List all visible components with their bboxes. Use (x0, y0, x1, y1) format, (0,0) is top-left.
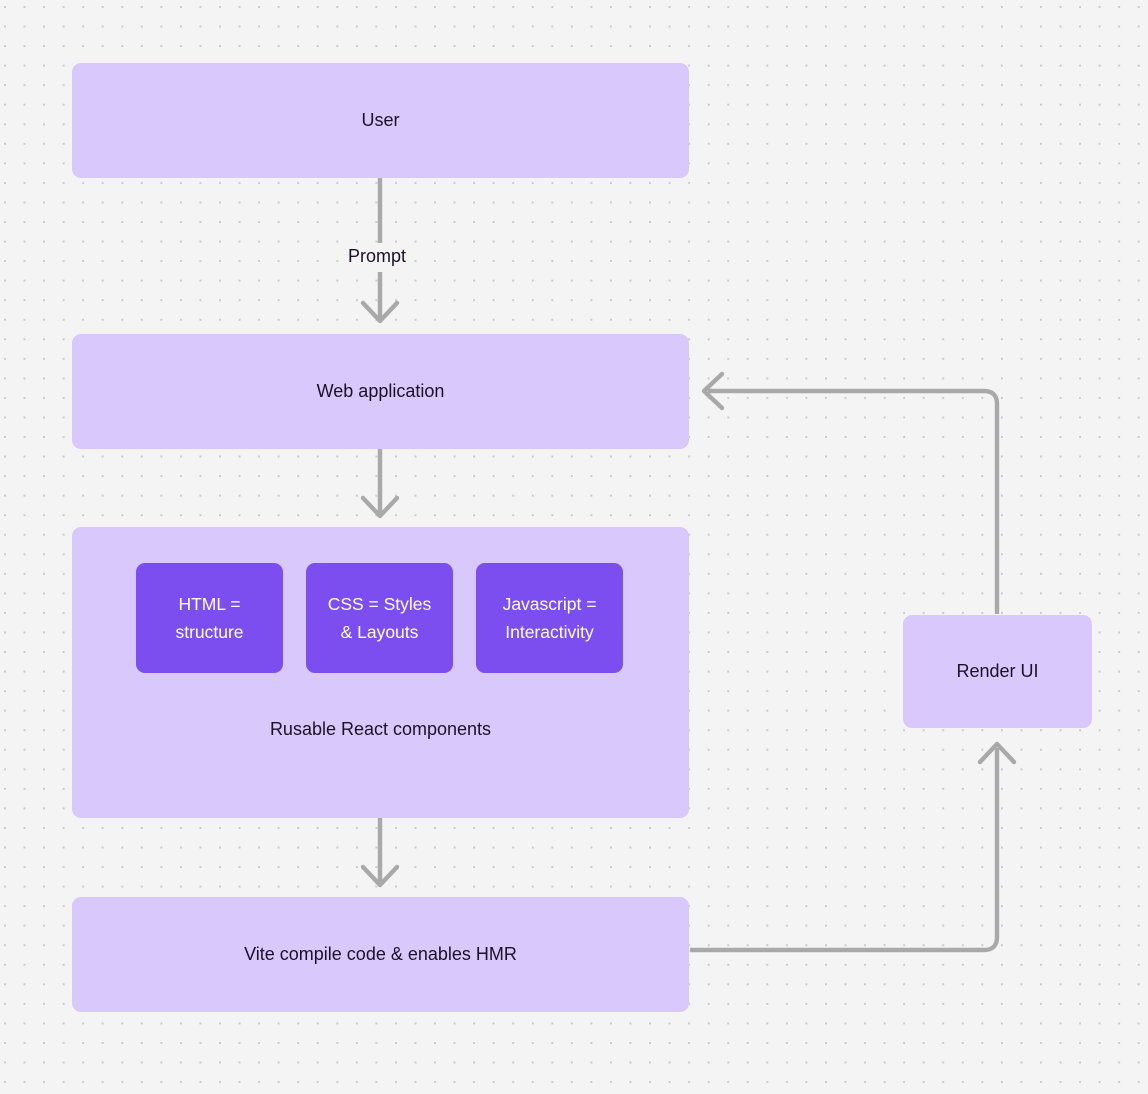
chip-html[interactable]: HTML = structure (136, 563, 283, 673)
edge-components-to-vite (360, 818, 400, 888)
node-react-components-caption: Rusable React components (269, 719, 492, 739)
chip-css-label: CSS = Styles & Layouts (327, 593, 432, 642)
node-web-application-label: Web application (316, 381, 445, 402)
node-web-application[interactable]: Web application (72, 334, 689, 449)
edge-render-to-web (701, 371, 1000, 614)
node-user[interactable]: User (72, 63, 689, 178)
edge-vite-to-render (690, 741, 1017, 953)
node-vite-label: Vite compile code & enables HMR (244, 944, 517, 965)
chip-css[interactable]: CSS = Styles & Layouts (306, 563, 453, 673)
chip-javascript-label: Javascript = Interactivity (502, 593, 597, 642)
chip-javascript[interactable]: Javascript = Interactivity (476, 563, 623, 673)
node-render-ui[interactable]: Render UI (903, 615, 1092, 728)
node-vite[interactable]: Vite compile code & enables HMR (72, 897, 689, 1012)
node-render-ui-label: Render UI (956, 661, 1039, 682)
edge-label-prompt: Prompt (344, 246, 411, 267)
edge-web-to-components (360, 449, 400, 519)
chip-html-label: HTML = structure (175, 593, 244, 642)
node-user-label: User (361, 110, 400, 131)
